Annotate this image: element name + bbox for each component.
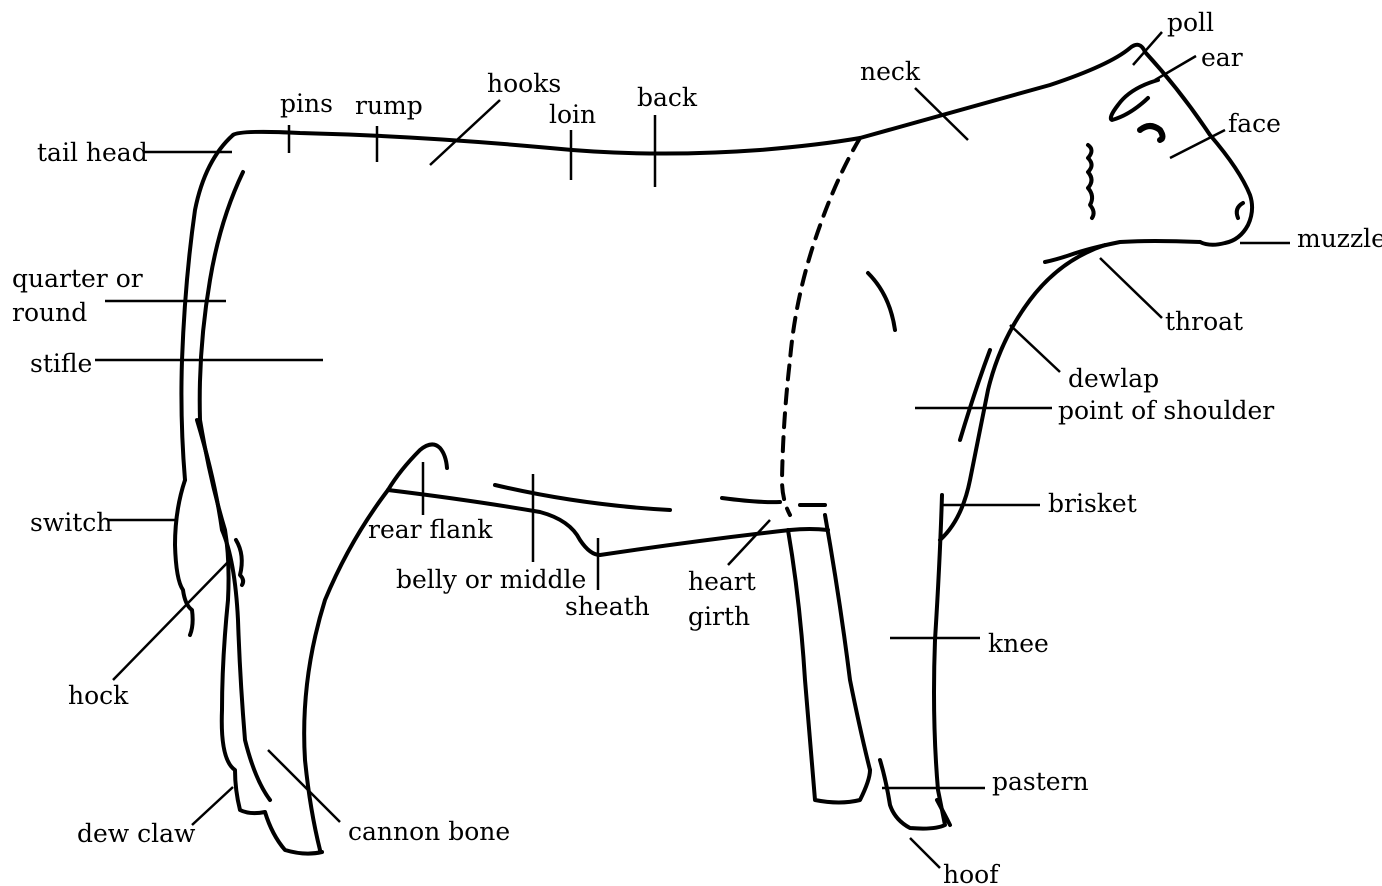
label-switch: switch: [30, 508, 112, 537]
leader-dewlap: [1010, 325, 1060, 372]
label-back: back: [637, 83, 698, 112]
leader-hoof: [910, 838, 940, 868]
belly-upper-line: [495, 485, 670, 510]
label-face: face: [1228, 109, 1281, 138]
rear-leg-front: [304, 490, 388, 850]
label-knee: knee: [988, 629, 1049, 658]
muzzle-nostril: [1237, 203, 1243, 218]
front-leg-near: [880, 495, 945, 829]
label-throat: throat: [1165, 307, 1243, 336]
label-neck: neck: [860, 57, 921, 86]
label-sheath: sheath: [565, 592, 650, 621]
jaw-line: [1045, 241, 1200, 262]
shoulder-curve: [868, 273, 895, 330]
leader-neck: [915, 88, 968, 140]
label-point-of-shoulder: point of shoulder: [1058, 396, 1274, 425]
label-quarter-or-round-line2: round: [12, 298, 87, 327]
leader-dew-claw: [192, 787, 233, 825]
label-hooks: hooks: [487, 69, 561, 98]
leader-throat: [1100, 258, 1162, 318]
label-rump: rump: [355, 91, 423, 120]
label-cannon-bone: cannon bone: [348, 817, 510, 846]
label-brisket: brisket: [1048, 489, 1137, 518]
leader-hock: [113, 562, 228, 680]
cow-outline: [175, 45, 1252, 854]
label-quarter-or-round-line1: quarter or: [12, 264, 143, 293]
label-hock: hock: [68, 681, 129, 710]
label-hoof: hoof: [943, 860, 1000, 886]
label-stifle: stifle: [30, 349, 92, 378]
label-rear-flank: rear flank: [368, 515, 493, 544]
jaw-wrinkle: [1088, 145, 1094, 218]
heart-girth-dashed: [782, 138, 860, 515]
label-pins: pins: [280, 89, 333, 118]
label-heart-girth-line2: girth: [688, 602, 750, 631]
eye: [1140, 126, 1163, 140]
label-tail-head: tail head: [37, 138, 148, 167]
leader-hooks: [430, 100, 500, 165]
front-leg-far-left: [788, 530, 870, 803]
label-dew-claw: dew claw: [77, 819, 196, 848]
front-leg-far-right: [825, 515, 870, 770]
label-heart-girth-line1: heart: [688, 567, 756, 596]
label-pastern: pastern: [992, 767, 1089, 796]
girth-segment: [722, 498, 780, 502]
rear-flank-line: [388, 444, 447, 490]
hock-curve: [236, 540, 243, 585]
switch-tail: [175, 480, 193, 635]
label-poll: poll: [1167, 8, 1214, 37]
rear-leg-far: [197, 420, 270, 800]
label-belly-or-middle: belly or middle: [396, 565, 586, 594]
leader-lines: [95, 32, 1290, 868]
label-dewlap: dewlap: [1068, 364, 1159, 393]
ear-shape: [1111, 80, 1158, 120]
label-muzzle: muzzle: [1297, 224, 1382, 253]
part-labels: poll ear face muzzle neck throat dewlap …: [12, 8, 1382, 886]
leader-poll: [1133, 32, 1162, 65]
label-ear: ear: [1201, 43, 1243, 72]
leader-heart-girth: [728, 520, 770, 565]
label-loin: loin: [549, 100, 596, 129]
